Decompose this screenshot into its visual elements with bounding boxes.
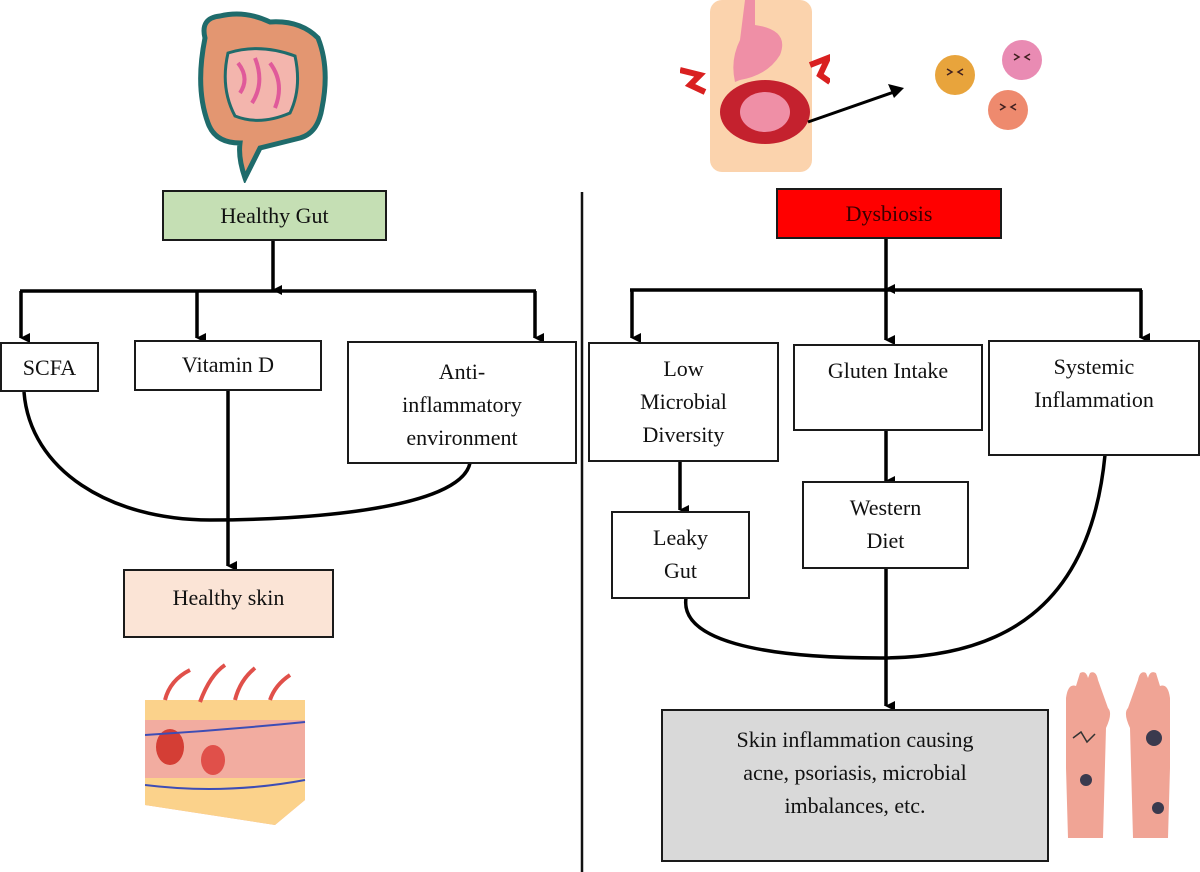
vitamin-d-box: Vitamin D <box>134 340 322 391</box>
leaky-gut-box: Leaky Gut <box>611 511 750 599</box>
healthy-skin-box: Healthy skin <box>123 569 334 638</box>
scfa-label: SCFA <box>22 354 77 380</box>
skin-inflammation-box: Skin inflammation causing acne, psoriasi… <box>661 709 1049 862</box>
arrow-to-microbes <box>807 84 904 124</box>
systemic-inflammation-label: Systemic Inflammation <box>1034 354 1154 412</box>
skin-cross-section-illustration <box>145 663 306 825</box>
leaky-gut-label: Leaky Gut <box>653 525 708 583</box>
gluten-intake-label: Gluten Intake <box>827 358 949 383</box>
healthy-gut-box: Healthy Gut <box>162 190 387 241</box>
anti-inflammatory-label: Anti- inflammatory environment <box>402 359 522 450</box>
western-diet-box: Western Diet <box>802 481 969 569</box>
inflamed-hands-illustration <box>1066 672 1170 838</box>
vitamin-d-label: Vitamin D <box>181 352 275 377</box>
distressed-microbes-illustration <box>935 40 1042 130</box>
healthy-skin-label: Healthy skin <box>172 585 285 610</box>
low-microbial-diversity-box: Low Microbial Diversity <box>588 342 779 462</box>
western-diet-label: Western Diet <box>849 495 922 553</box>
skin-inflammation-label: Skin inflammation causing acne, psoriasi… <box>736 727 974 818</box>
anti-inflammatory-box: Anti- inflammatory environment <box>347 341 577 464</box>
curve-leaky-gut-to-systemic-inflammation <box>684 454 1107 660</box>
healthy-gut-label: Healthy Gut <box>220 203 329 228</box>
gluten-intake-box: Gluten Intake <box>793 344 983 431</box>
inflamed-gut-torso-illustration <box>680 0 830 172</box>
scfa-box: SCFA <box>0 342 99 392</box>
dysbiosis-box: Dysbiosis <box>776 188 1002 239</box>
dysbiosis-label: Dysbiosis <box>845 201 933 226</box>
healthy-intestine-illustration <box>198 11 328 183</box>
curve-scfa-to-anti-inflammatory <box>22 391 472 522</box>
low-microbial-diversity-label: Low Microbial Diversity <box>640 356 727 447</box>
systemic-inflammation-box: Systemic Inflammation <box>988 340 1200 456</box>
